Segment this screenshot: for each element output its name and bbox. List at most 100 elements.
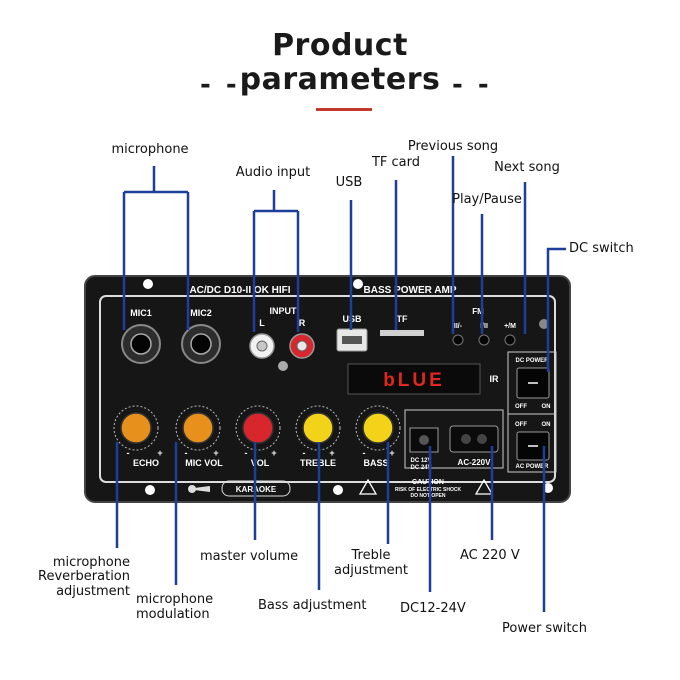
- ac-off-label: OFF: [515, 422, 527, 428]
- callout-mic-reverb-3: adjustment: [56, 584, 130, 599]
- rca-left-center: [256, 340, 268, 352]
- callout-master-volume: master volume: [200, 549, 299, 564]
- treble-plus: +: [329, 448, 334, 458]
- callout-microphone: microphone: [111, 142, 189, 157]
- mic-vol-knob: [175, 405, 221, 451]
- callout-treble-2: adjustment: [334, 563, 408, 578]
- next-button-label: +/M: [504, 323, 516, 330]
- karaoke-label: KARAOKE: [236, 485, 277, 494]
- input-label: INPUT: [270, 306, 298, 316]
- input-r-label: R: [299, 318, 306, 328]
- dc-on-label: ON: [542, 404, 551, 410]
- callout-next-song: Next song: [494, 160, 560, 175]
- bass-knob-label: BASS: [363, 458, 388, 468]
- mount-hole: [143, 279, 153, 289]
- bass-plus: +: [389, 448, 394, 458]
- ac-power-box: [507, 413, 557, 473]
- callout-mic-modulation-2: modulation: [136, 607, 210, 622]
- treble-minus: -: [303, 448, 306, 458]
- echo-knob-label: ECHO: [133, 458, 159, 468]
- header-line-2: parameters: [239, 62, 441, 97]
- callout-dc-range: DC12-24V: [400, 601, 466, 616]
- mode-button-label: I/II: [480, 323, 488, 330]
- header-line-1: Product: [272, 28, 408, 63]
- dc-rating-24: DC 24V: [410, 465, 431, 471]
- usb-port-tongue: [342, 336, 362, 344]
- callout-bass-adjustment: Bass adjustment: [258, 598, 367, 613]
- caution-line-2: DO NOT OPEN: [410, 493, 445, 499]
- header-dash-right: - -: [452, 70, 492, 100]
- mount-hole: [543, 483, 553, 493]
- mic1-label: MIC1: [130, 308, 152, 318]
- callout-lines: [115, 156, 566, 612]
- callout-line-dc-switch: [546, 247, 566, 372]
- callout-previous-song: Previous song: [407, 139, 499, 154]
- callout-line-audio-input: [252, 190, 300, 332]
- play-pause-button: [478, 334, 490, 346]
- vol-minus: -: [245, 448, 248, 458]
- callout-mic-reverb-2: Reverberation: [38, 569, 130, 584]
- dc-off-label: OFF: [515, 404, 527, 410]
- callout-usb: USB: [335, 175, 363, 190]
- callout-treble-1: Treble: [351, 548, 391, 563]
- mic1-jack-hole: [130, 333, 152, 355]
- mount-hole: [145, 485, 155, 495]
- ac-on-label: ON: [542, 422, 551, 428]
- header-underline: [316, 108, 372, 111]
- ac-socket: [449, 425, 499, 453]
- input-l-label: L: [259, 318, 265, 328]
- callout-tf-card: TF card: [371, 155, 421, 170]
- board-title: AC/DC D10-II OK HIFI: [189, 285, 290, 296]
- vol-knob-label: VOL: [251, 458, 270, 468]
- rca-screw: [278, 361, 288, 371]
- ac-power-label: AC POWER: [516, 464, 550, 470]
- microphone-icon: [194, 486, 210, 492]
- tf-slot: [380, 330, 424, 336]
- dc-power-label: DC POWER: [516, 358, 550, 364]
- led-display-text: bLUE: [383, 370, 445, 391]
- mic2-jack-hole: [190, 333, 212, 355]
- vol-knob: [235, 405, 281, 451]
- board-screw: [539, 319, 549, 329]
- mic2-label: MIC2: [190, 308, 212, 318]
- vol-plus: +: [271, 448, 276, 458]
- tf-label: TF: [397, 314, 408, 324]
- callout-mic-modulation-1: microphone: [136, 592, 214, 607]
- caution-title: CAUTION: [412, 479, 444, 486]
- fm-label: FM: [472, 307, 484, 316]
- callout-ac-220: AC 220 V: [460, 548, 520, 563]
- callout-mic-reverb-1: microphone: [52, 555, 130, 570]
- led-display: [347, 363, 481, 395]
- board-inner-border: [99, 295, 556, 483]
- board-subtitle: BASS POWER AMP: [364, 285, 457, 296]
- callout-audio-input: Audio input: [235, 165, 311, 180]
- echo-minus: -: [127, 448, 130, 458]
- callout-play-pause: Play/Pause: [452, 192, 522, 207]
- prev-button-label: II/-: [454, 323, 463, 330]
- dc-rating-12: DC 12V: [410, 458, 431, 464]
- prev-button: [452, 334, 464, 346]
- callout-dc-switch: DC switch: [569, 241, 634, 256]
- warning-icon: [474, 478, 494, 495]
- bass-minus: -: [363, 448, 366, 458]
- callout-power-switch: Power switch: [502, 621, 587, 636]
- mount-hole: [353, 279, 363, 289]
- ac-socket-label: AC-220V: [458, 458, 492, 467]
- next-button: [504, 334, 516, 346]
- mic-vol-minus: -: [185, 448, 188, 458]
- ir-label: IR: [490, 374, 500, 384]
- header-dash-left: - -: [200, 70, 240, 100]
- mic-vol-knob-label: MIC VOL: [185, 458, 223, 468]
- rca-right-center: [296, 340, 308, 352]
- callout-line-microphone: [122, 166, 190, 330]
- mount-hole: [333, 485, 343, 495]
- mic-vol-plus: +: [213, 448, 218, 458]
- warning-icon: [358, 478, 378, 495]
- caution-line-1: RISK OF ELECTRIC SHOCK: [395, 487, 462, 493]
- socket-box: [404, 409, 504, 469]
- echo-knob: [113, 405, 159, 451]
- echo-plus: +: [157, 448, 162, 458]
- bass-knob: [355, 405, 401, 451]
